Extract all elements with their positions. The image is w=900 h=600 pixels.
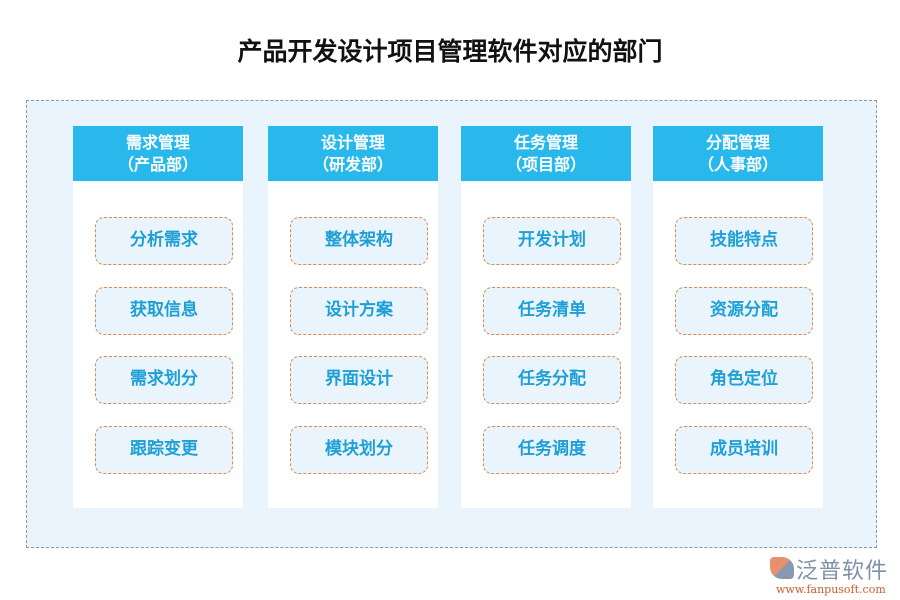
function-item: 成员培训 (675, 426, 813, 474)
column-title: 分配管理 (705, 133, 770, 152)
function-item: 模块划分 (290, 426, 428, 474)
function-item: 开发计划 (483, 217, 621, 265)
page-title: 产品开发设计项目管理软件对应的部门 (237, 37, 663, 66)
column-header: 设计管理 （研发部） (268, 126, 438, 181)
function-item: 界面设计 (290, 356, 428, 404)
function-item: 设计方案 (290, 287, 428, 335)
function-item: 角色定位 (675, 356, 813, 404)
column-header: 分配管理 （人事部） (653, 126, 823, 181)
function-item: 整体架构 (290, 217, 428, 265)
column-dept: （研发部） (312, 155, 393, 174)
department-column: 任务管理 （项目部） 开发计划任务清单任务分配任务调度 (461, 126, 631, 508)
function-item: 获取信息 (95, 287, 233, 335)
column-dept: （产品部） (117, 155, 198, 174)
function-item: 技能特点 (675, 217, 813, 265)
column-header: 任务管理 （项目部） (461, 126, 631, 181)
logo-name: 泛普软件 (796, 559, 889, 584)
column-dept: （项目部） (505, 155, 586, 174)
logo: 泛普软件 www.fanpusoft.com (770, 553, 895, 598)
function-item: 任务调度 (483, 426, 621, 474)
column-title: 设计管理 (320, 133, 385, 152)
department-column: 分配管理 （人事部） 技能特点资源分配角色定位成员培训 (653, 126, 823, 508)
function-item: 分析需求 (95, 217, 233, 265)
logo-url: www.fanpusoft.com (776, 583, 886, 596)
department-column: 设计管理 （研发部） 整体架构设计方案界面设计模块划分 (268, 126, 438, 508)
function-item: 需求划分 (95, 356, 233, 404)
column-dept: （人事部） (697, 155, 778, 174)
function-item: 任务清单 (483, 287, 621, 335)
function-item: 跟踪变更 (95, 426, 233, 474)
logo-icon (770, 557, 794, 579)
department-column: 需求管理 （产品部） 分析需求获取信息需求划分跟踪变更 (73, 126, 243, 508)
column-header: 需求管理 （产品部） (73, 126, 243, 181)
function-item: 任务分配 (483, 356, 621, 404)
column-title: 任务管理 (513, 133, 578, 152)
column-title: 需求管理 (125, 133, 190, 152)
function-item: 资源分配 (675, 287, 813, 335)
